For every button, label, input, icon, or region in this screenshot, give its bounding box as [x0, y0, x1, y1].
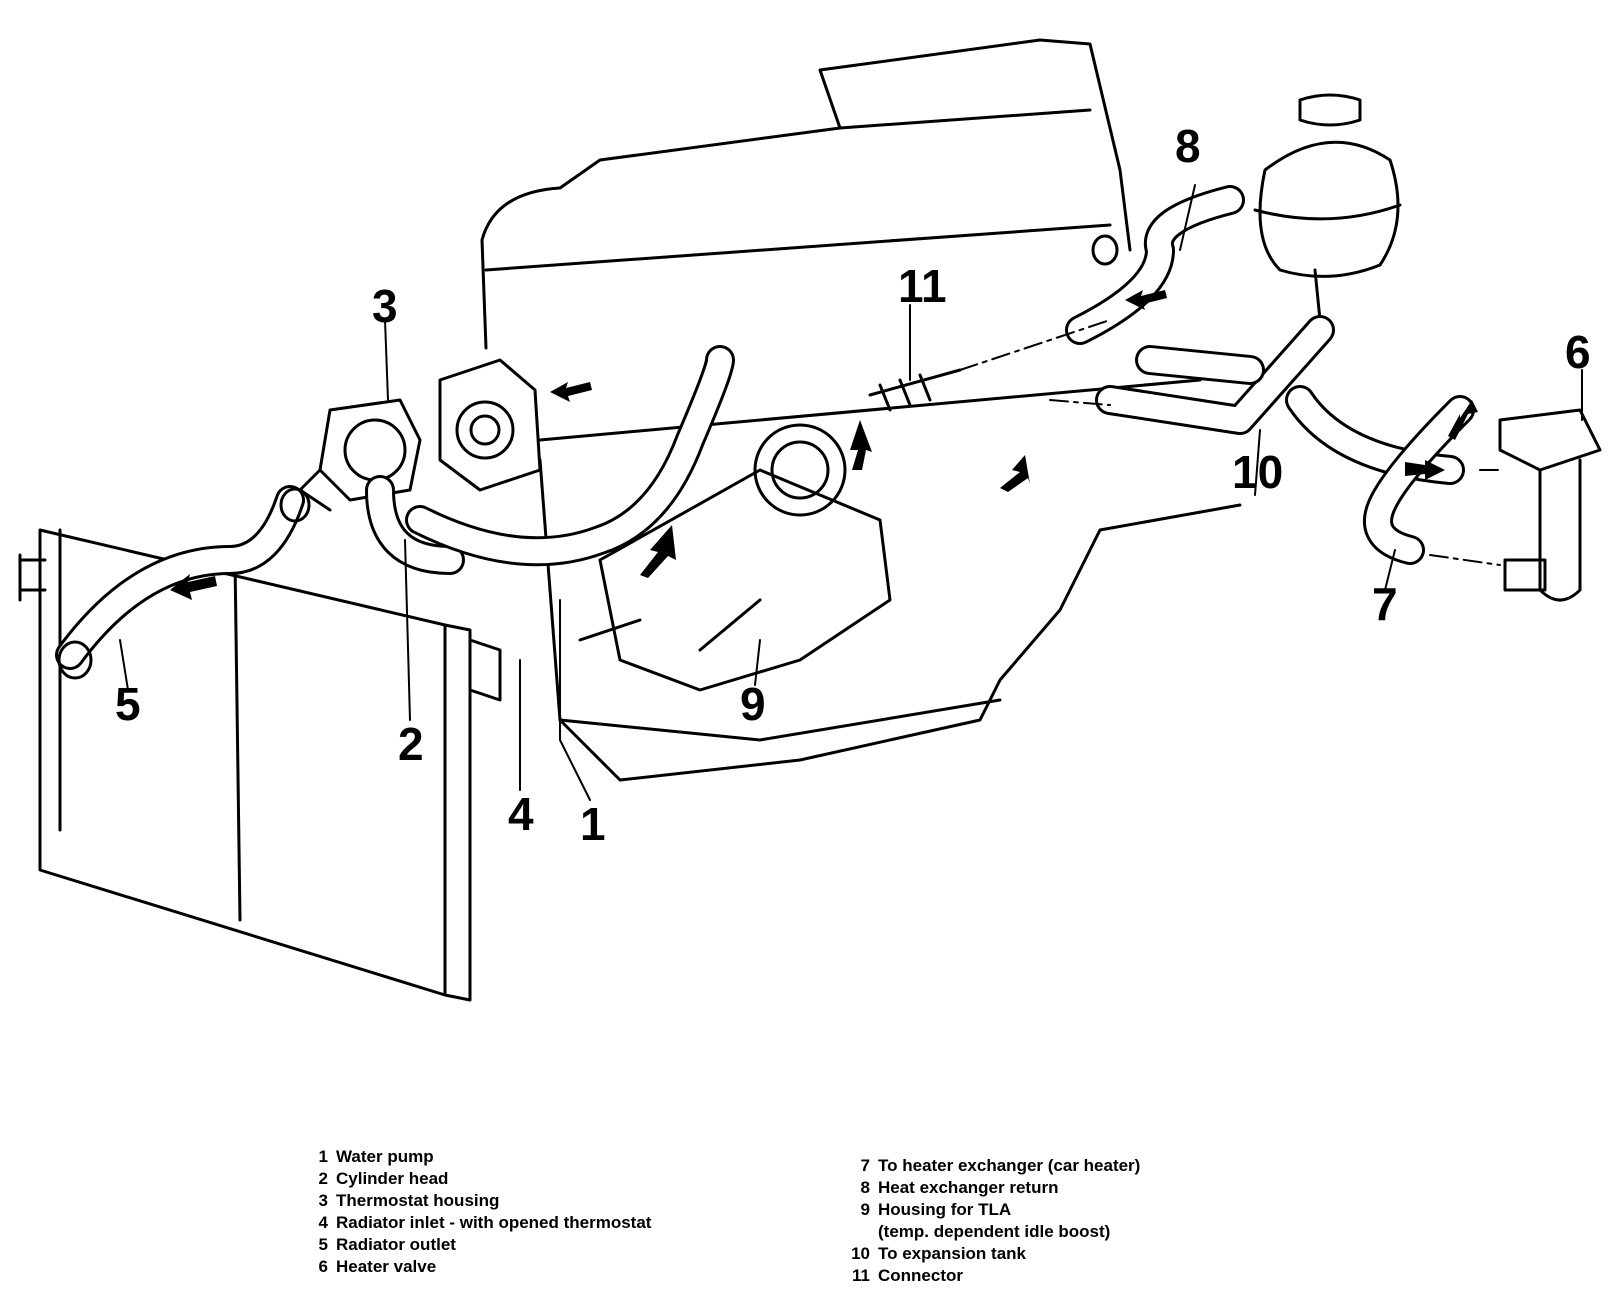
thermostat-cover: [438, 358, 542, 492]
flow-arrows: [170, 290, 1478, 600]
heater-valve: [1498, 408, 1602, 602]
connector: [868, 368, 962, 412]
upper-hose: [405, 345, 735, 567]
cylinder-head-hose: [365, 475, 465, 575]
dash-lines: [959, 319, 1501, 566]
callout-4: 4: [508, 788, 534, 840]
legend-item: (temp. dependent idle boost): [878, 1222, 1111, 1241]
callout-11: 11: [898, 260, 947, 312]
return-hose: [1065, 185, 1245, 345]
callout-6: 6: [1565, 326, 1591, 378]
callouts: 1 2 3 4 5 6 7 8 9 10 11: [115, 120, 1591, 850]
callout-7: 7: [1372, 578, 1398, 630]
callout-2: 2: [398, 718, 424, 770]
tla-housing: [578, 423, 892, 692]
callout-5: 5: [115, 678, 141, 730]
radiator: [18, 528, 502, 1002]
heater-hose: [1285, 385, 1475, 565]
expansion-tank: [1253, 93, 1402, 322]
leader-lines: [119, 184, 1583, 801]
expansion-tank-hose: [1095, 315, 1335, 435]
callout-9: 9: [740, 678, 766, 730]
radiator-outlet-hose: [55, 485, 311, 680]
callout-3: 3: [372, 280, 398, 332]
callout-8: 8: [1175, 120, 1201, 172]
thermostat-housing: [298, 398, 422, 512]
engine-block: [480, 38, 1242, 782]
callout-10: 10: [1232, 446, 1283, 498]
callout-1: 1: [580, 798, 606, 850]
